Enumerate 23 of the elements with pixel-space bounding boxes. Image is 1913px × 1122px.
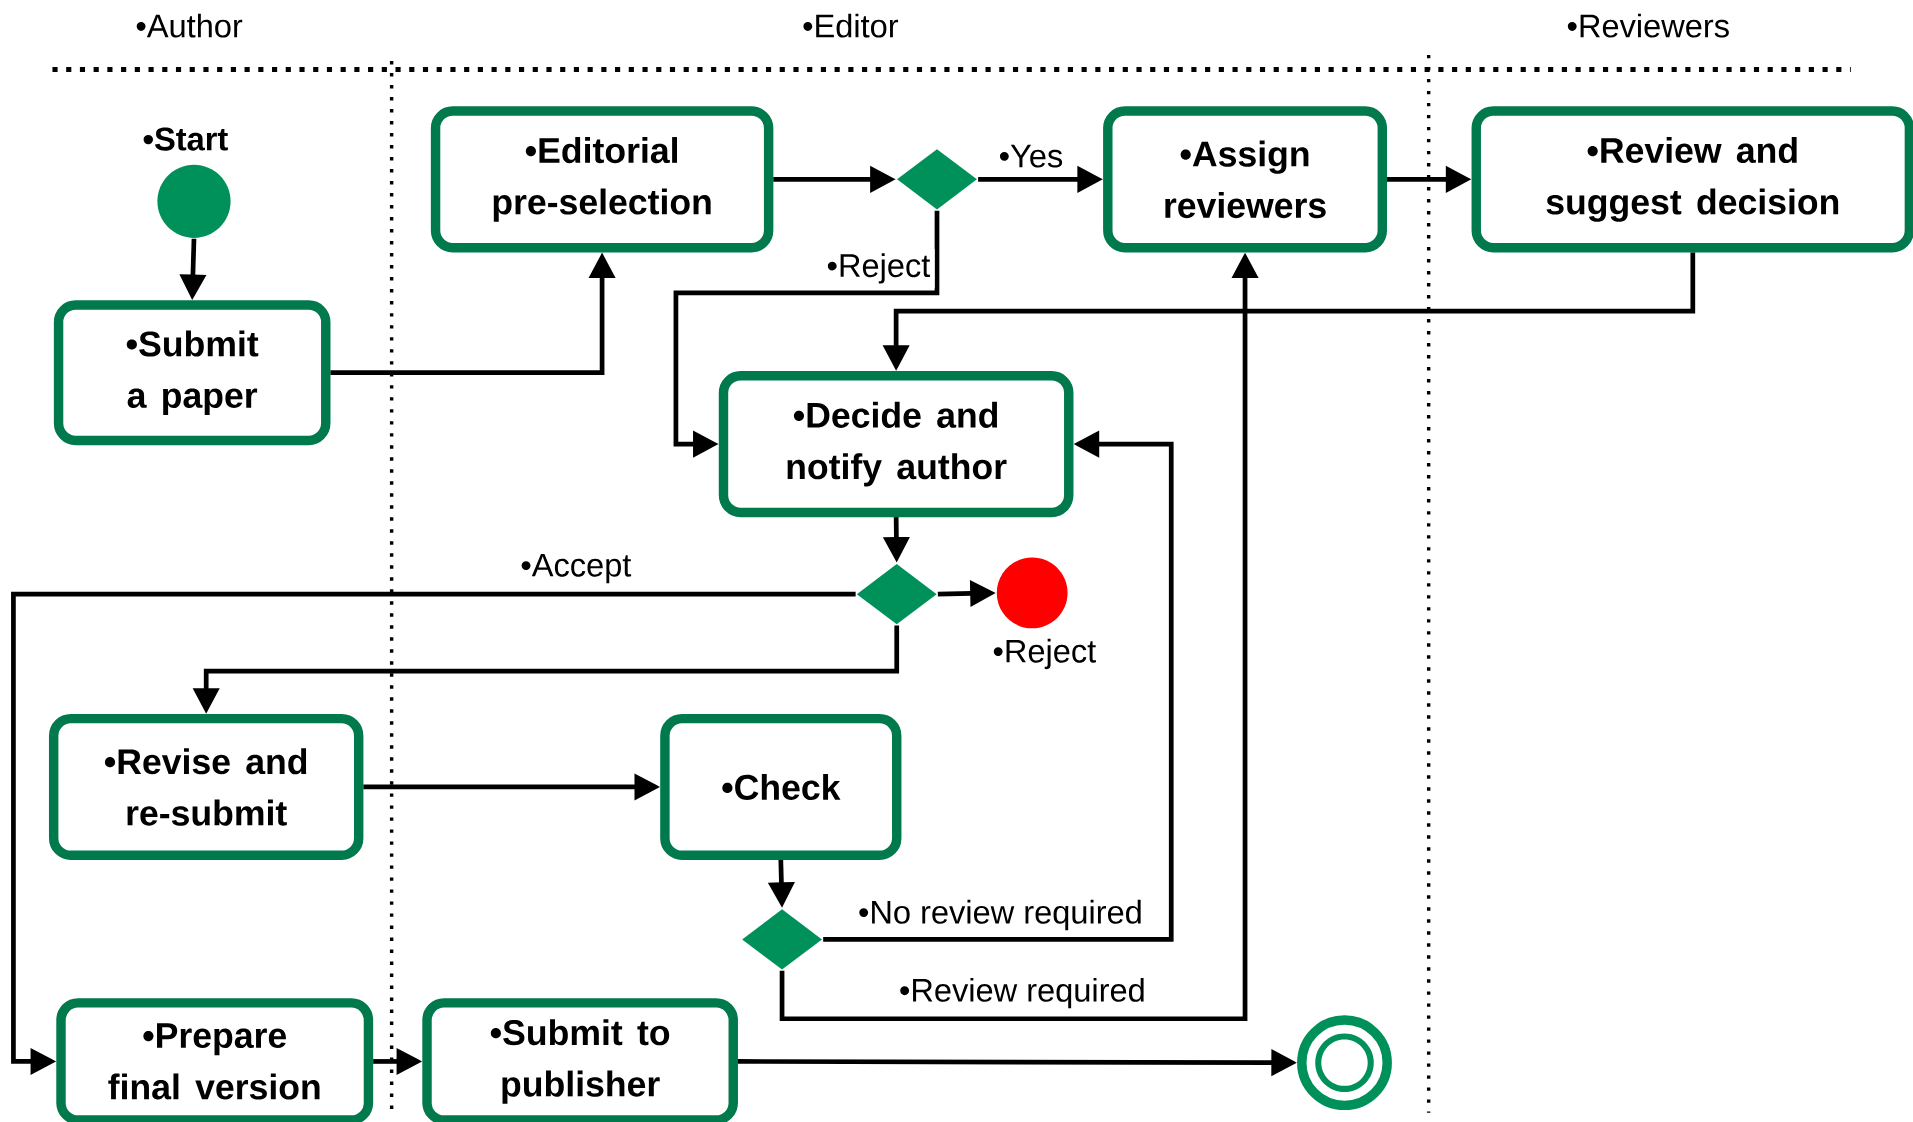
activity-box: •Assign reviewers [1103,106,1388,253]
activity-box: •Review and suggest decision [1471,106,1913,253]
node-caption: •Start [143,127,228,151]
activity-box: •Editorial pre-selection [430,106,774,253]
activity-box: •Submit to publisher [422,997,738,1122]
edge-label: •Yes [994,140,1068,172]
activity-box: •Revise and re-submit [48,713,364,860]
lane-heading: •Reviewers [1567,13,1729,38]
lane-heading: •Editor [803,13,899,38]
activity-box: •Submit a paper [53,300,331,445]
edge-label: •Reject [822,248,935,288]
decision-diamond [742,909,822,970]
edge-label: •No review required [853,895,1148,935]
end-node [1297,1015,1392,1110]
decision-diamond [897,149,977,210]
edge-label: •Review required [894,973,1151,1013]
activity-box: •Prepare final version [56,997,374,1122]
edge-label: •Accept [516,549,636,588]
decision-diamond [856,563,937,625]
activity-box: •Decide and notify author [718,370,1074,517]
node-caption: •Reject [993,638,1096,669]
activity-box: •Check [660,713,902,860]
lane-heading: •Author [136,13,243,38]
